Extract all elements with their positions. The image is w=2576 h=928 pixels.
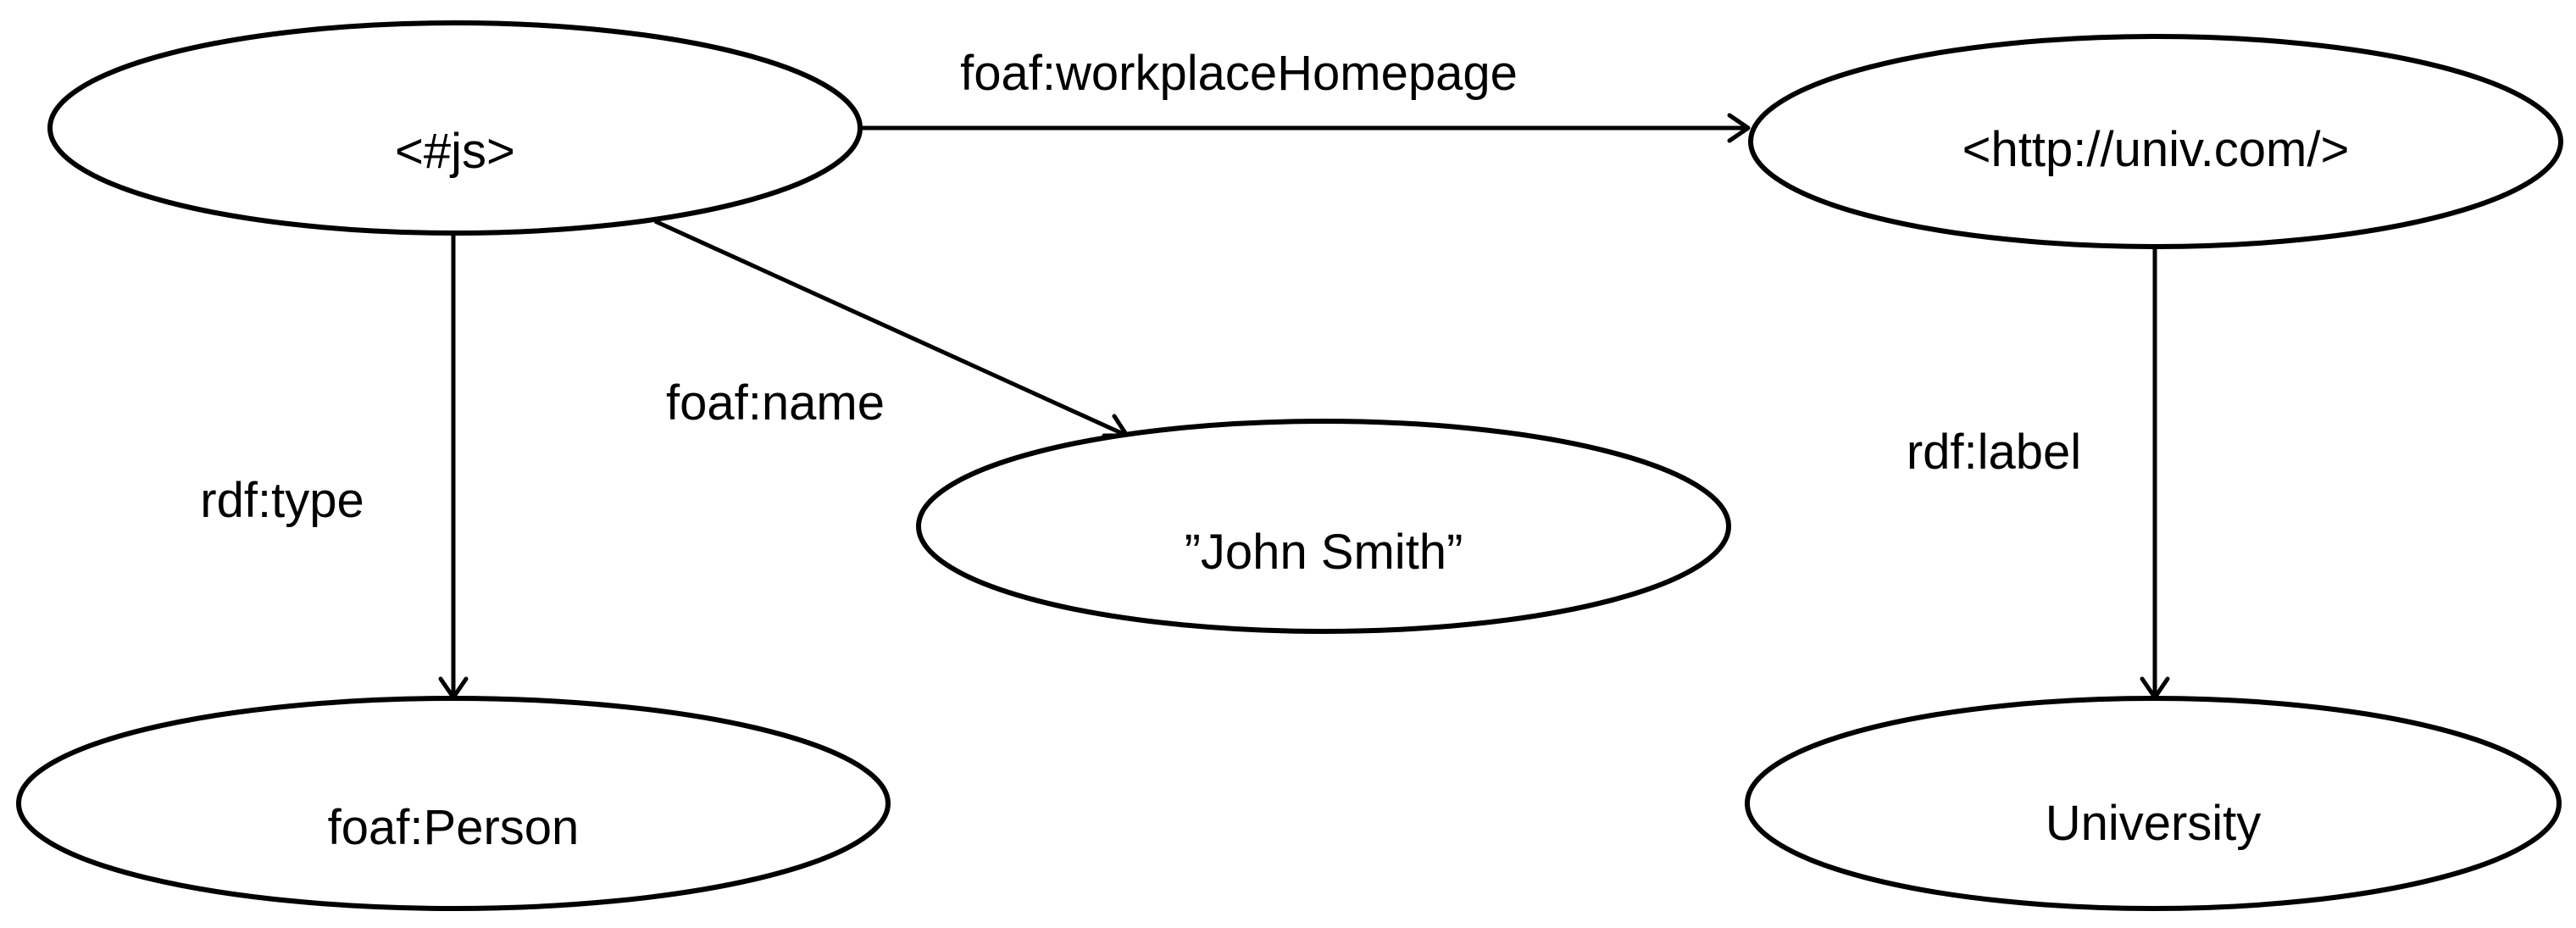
node-label-foaf-person: foaf:Person bbox=[328, 800, 580, 855]
edge-label-type: rdf:type bbox=[200, 473, 364, 528]
arrowhead-icon bbox=[1727, 113, 1751, 143]
node-label-univ: <http://univ.com/> bbox=[1963, 122, 2350, 177]
edge-label-name: foaf:name bbox=[666, 375, 885, 431]
edge-label bbox=[2140, 235, 2170, 700]
edge-type bbox=[438, 235, 469, 700]
node-label-john-smith: ”John Smith” bbox=[1185, 525, 1463, 580]
edge-label-rdf-label: rdf:label bbox=[1907, 425, 2081, 480]
node-label-university: University bbox=[2046, 796, 2262, 851]
node-label-js: <#js> bbox=[395, 124, 515, 179]
node-js: <#js> bbox=[47, 20, 863, 236]
edge-label-workplace-homepage: foaf:workplaceHomepage bbox=[960, 46, 1518, 101]
edge-workplace-homepage bbox=[863, 113, 1751, 143]
node-university: University bbox=[1745, 696, 2562, 911]
node-foaf-person: foaf:Person bbox=[16, 696, 891, 911]
node-univ: <http://univ.com/> bbox=[1748, 34, 2563, 249]
node-john-smith: ”John Smith” bbox=[916, 419, 1731, 634]
